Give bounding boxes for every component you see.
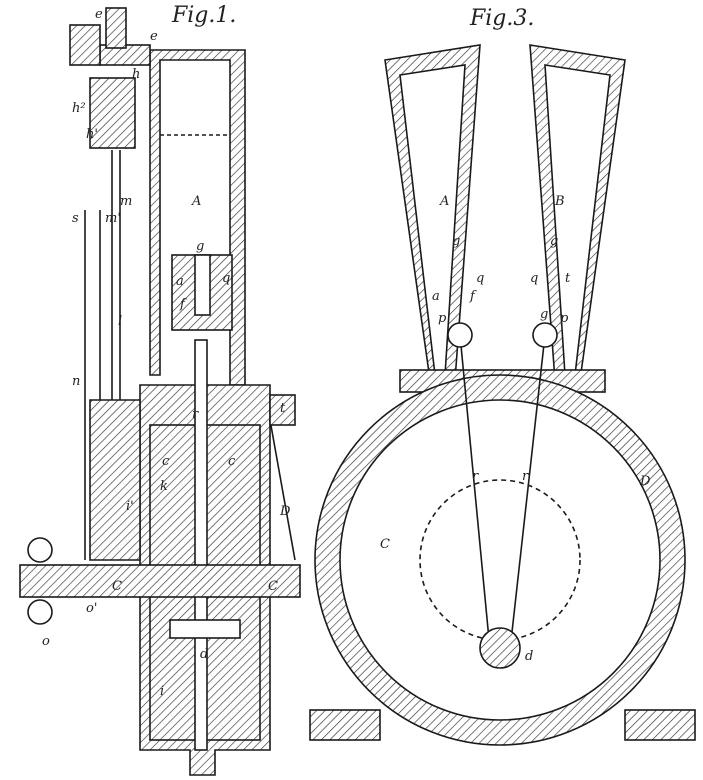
label: q: [530, 271, 538, 286]
label: r: [522, 469, 529, 484]
label: o: [42, 634, 50, 649]
label: p: [438, 311, 447, 326]
label: d: [200, 647, 208, 662]
label: t: [280, 401, 286, 416]
label: D: [279, 504, 291, 519]
label: p: [560, 311, 569, 326]
figure-1-labels: Fig.1. e e h h² h' m m' s n l A g q a f …: [42, 3, 291, 699]
label: f: [469, 289, 477, 304]
label: h': [86, 127, 98, 142]
label: e: [150, 29, 158, 44]
label: k: [160, 479, 168, 494]
label: r: [192, 407, 199, 422]
figure-3-title: Fig.3.: [469, 6, 534, 31]
label: n: [72, 374, 80, 389]
label: i': [126, 499, 134, 514]
figure-3-labels: Fig.3. A B g g q q t a f p p g' r r C D …: [380, 6, 651, 664]
figure-3: [309, 44, 696, 746]
label: m: [120, 194, 132, 209]
label: d: [525, 649, 533, 664]
label: a: [176, 274, 184, 289]
label: D: [639, 474, 651, 489]
label: f: [179, 297, 187, 312]
label: C: [380, 537, 390, 552]
label: g: [452, 234, 460, 249]
label: l: [118, 314, 122, 329]
label: h: [132, 67, 140, 82]
label: a: [432, 289, 440, 304]
label: t: [565, 271, 571, 286]
label: c: [162, 454, 170, 469]
figure-1: [19, 7, 301, 776]
label: e: [95, 7, 103, 22]
label: A: [191, 194, 201, 209]
label: q: [476, 271, 484, 286]
label: o': [86, 601, 97, 616]
label: B: [554, 194, 565, 209]
label: A: [439, 194, 449, 209]
label: g: [550, 234, 558, 249]
label: m': [105, 211, 121, 226]
label: g': [540, 307, 552, 322]
label: s: [72, 211, 79, 226]
figure-1-title: Fig.1.: [171, 3, 236, 28]
label: C: [268, 579, 278, 594]
label: i: [160, 684, 164, 699]
label: q: [222, 271, 230, 286]
label: r: [472, 469, 479, 484]
label: c: [228, 454, 236, 469]
label: h²: [72, 101, 86, 116]
label: g: [196, 239, 204, 254]
label: C: [112, 579, 122, 594]
